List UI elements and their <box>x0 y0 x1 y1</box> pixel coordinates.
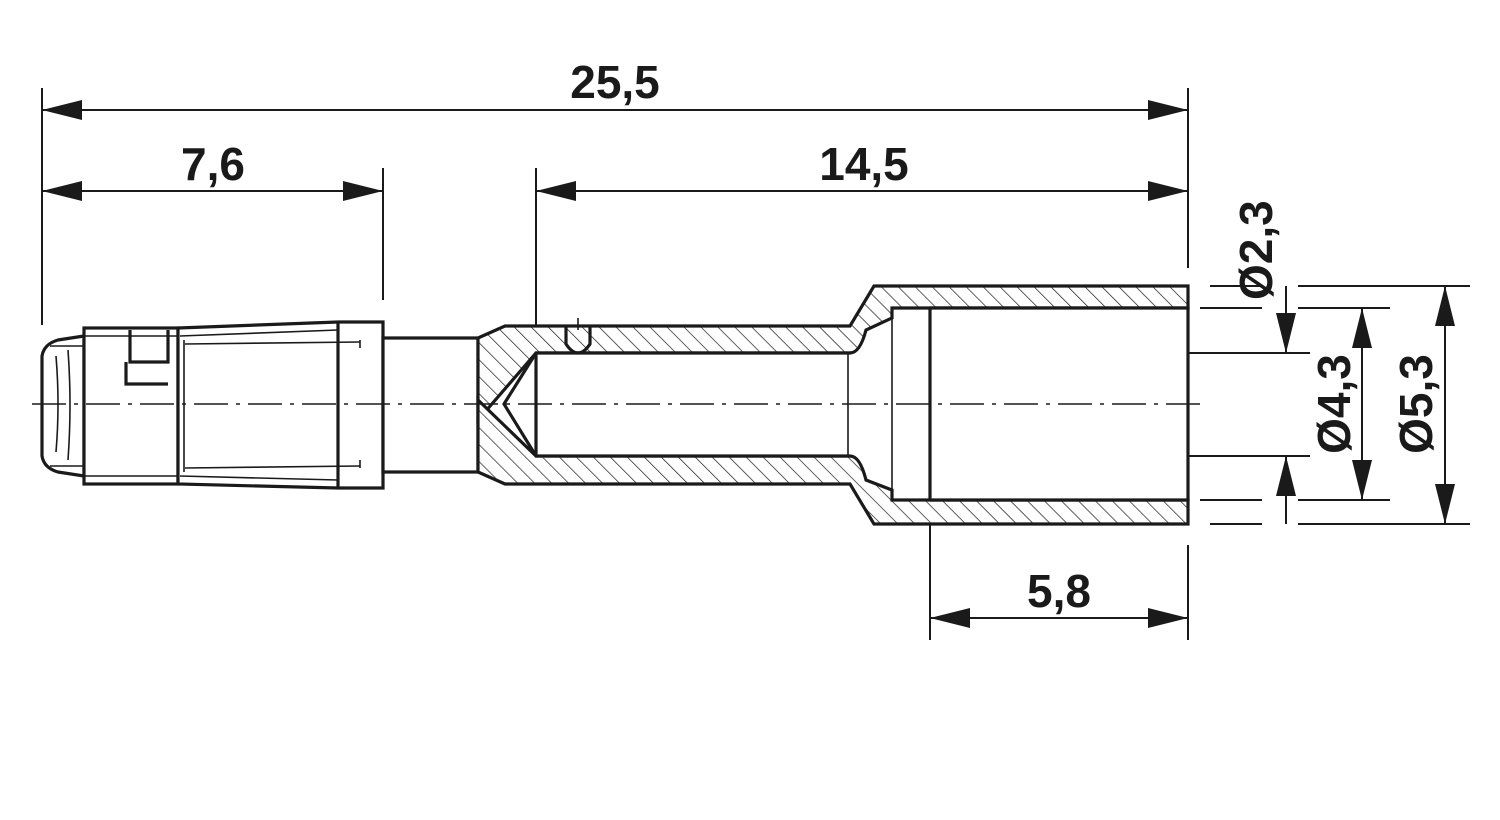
front-length-label: 7,6 <box>181 138 245 190</box>
dimension-25-5: 25,5 <box>42 56 1188 120</box>
crimp-length-label: 5,8 <box>1027 565 1091 617</box>
dimension-dia-2-3: Ø2,3 <box>1230 200 1296 524</box>
spring-sleeve <box>176 320 385 490</box>
front-tip <box>40 334 86 478</box>
bore-diameter-label: Ø4,3 <box>1308 354 1360 454</box>
overall-length-label: 25,5 <box>570 56 660 108</box>
dimension-dia-5-3: Ø5,3 <box>1390 286 1455 524</box>
shaft <box>381 336 480 474</box>
dimension-14-5: 14,5 <box>536 138 1188 201</box>
sleeve-length-label: 14,5 <box>819 138 909 190</box>
extension-lines <box>41 88 1470 640</box>
dimension-7-6: 7,6 <box>42 138 383 201</box>
dimension-5-8: 5,8 <box>930 565 1188 628</box>
dimension-dia-4-3: Ø4,3 <box>1308 308 1372 500</box>
inner-diameter-label: Ø2,3 <box>1230 200 1282 300</box>
contact-body <box>40 284 1190 526</box>
outer-diameter-label: Ø5,3 <box>1390 354 1442 454</box>
